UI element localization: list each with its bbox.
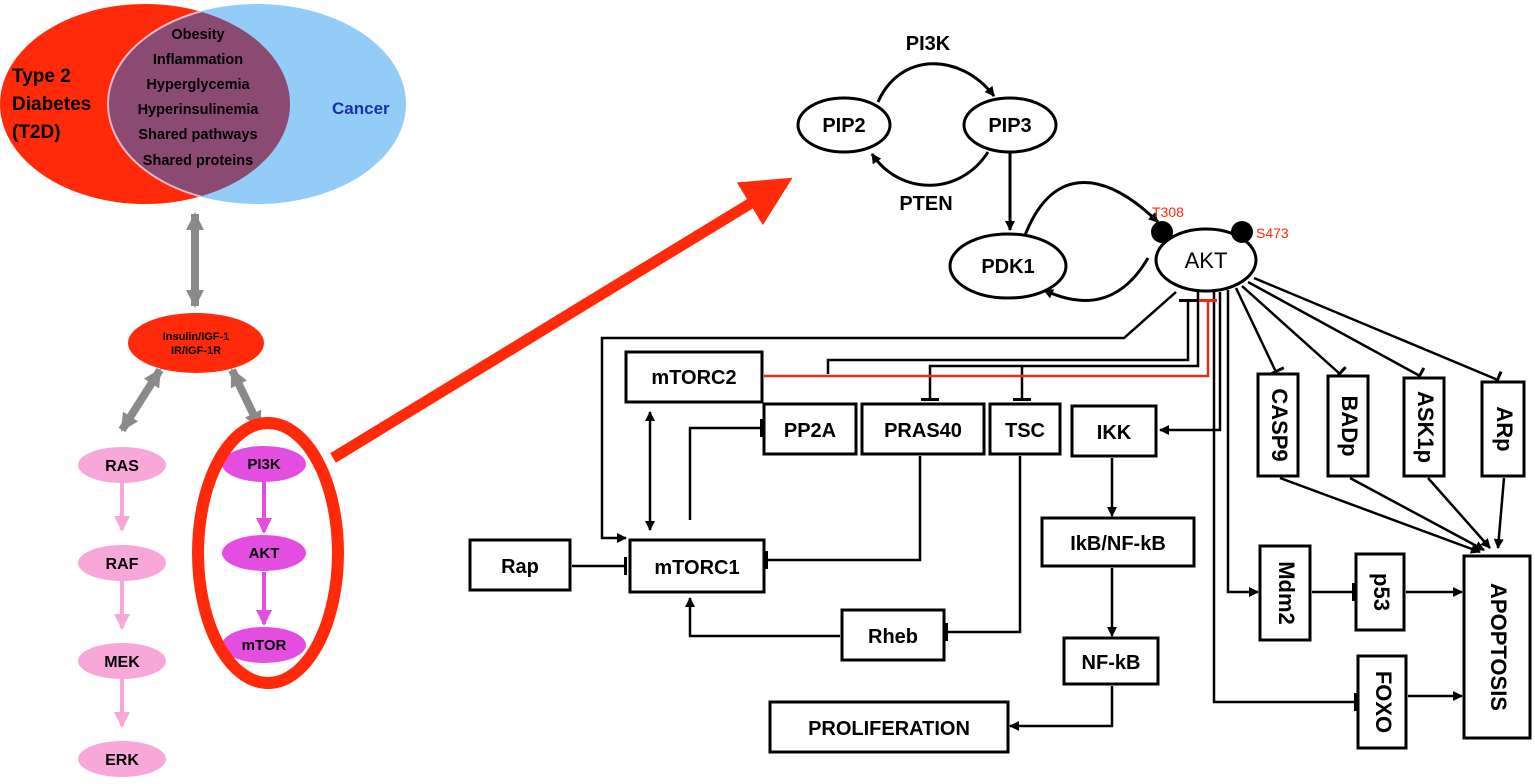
tsc-box: TSC [988, 402, 1062, 456]
svg-text:CASP9: CASP9 [1267, 388, 1292, 461]
shared-factor: Shared proteins [143, 153, 253, 169]
svg-text:mTORC2: mTORC2 [651, 367, 736, 389]
svg-text:RAS: RAS [105, 458, 139, 475]
phospho-site-s473 [1231, 221, 1253, 243]
arp-box: ARp [1480, 380, 1526, 478]
shared-factors-list: Obesity Inflammation Hyperglycemia Hyper… [138, 27, 260, 169]
svg-text:Rheb: Rheb [868, 626, 918, 648]
mtorc2-box: mTORC2 [624, 350, 764, 404]
svg-text:PIP3: PIP3 [988, 115, 1031, 137]
pten-label: PTEN [899, 193, 952, 215]
mek-node: MEK [78, 643, 166, 679]
nfkb-box: NF-kB [1062, 636, 1160, 686]
highlight-ellipse [192, 417, 344, 689]
receptor-node: Insulin/IGF-1 IR/IGF-1R [128, 313, 264, 373]
svg-text:ASK1p: ASK1p [1413, 391, 1438, 463]
phospho-site-t308 [1151, 221, 1173, 243]
receptor-line2: IR/IGF-1R [171, 345, 221, 357]
mtor-node: mTOR [222, 627, 306, 663]
svg-text:BADp: BADp [1337, 395, 1362, 456]
rheb-box: Rheb [840, 608, 946, 662]
network-edges [572, 411, 1506, 731]
akt-small-node: AKT [222, 535, 306, 571]
pi3k-node: PI3K [222, 446, 306, 482]
svg-text:IKK: IKK [1097, 422, 1132, 444]
svg-text:FOXO: FOXO [1371, 671, 1396, 733]
zoom-arrow [330, 177, 793, 463]
akt-edges [600, 276, 1503, 711]
p53-box: p53 [1354, 552, 1406, 632]
svg-text:NF-kB: NF-kB [1082, 652, 1141, 674]
venn-diagram: Type 2 Diabetes (T2D) Cancer Obesity Inf… [0, 4, 406, 204]
svg-text:p53: p53 [1369, 573, 1394, 611]
ikk-box: IKK [1070, 404, 1158, 458]
pp2a-box: PP2A [762, 402, 858, 456]
pi3k-label: PI3K [906, 33, 951, 55]
shared-factor: Shared pathways [138, 127, 257, 143]
pi3k-pathway: PI3K AKT mTOR [222, 446, 306, 663]
venn-overlap [107, 4, 290, 204]
svg-text:ARp: ARp [1492, 406, 1517, 451]
shared-factor: Hyperinsulinemia [138, 102, 260, 118]
pdk1-node: PDK1 [948, 232, 1068, 300]
ras-pathway: RAS RAF MEK ERK [78, 447, 166, 777]
mtorc1-box: mTORC1 [628, 538, 766, 594]
pip3-node: PIP3 [962, 96, 1058, 154]
pras40-box: PRAS40 [860, 402, 986, 456]
ras-node: RAS [78, 447, 166, 483]
t308-label: T308 [1152, 204, 1184, 220]
apoptosis-box: APOPTOSIS [1462, 554, 1532, 740]
mdm2-box: Mdm2 [1258, 544, 1312, 642]
receptor-line1: Insulin/IGF-1 [163, 331, 230, 343]
svg-text:TSC: TSC [1005, 420, 1045, 442]
svg-text:PRAS40: PRAS40 [884, 420, 962, 442]
svg-text:MEK: MEK [104, 654, 140, 671]
akt-node: AKT T308 S473 [1151, 204, 1289, 293]
pip-cycle [870, 62, 1160, 302]
shared-factor: Hyperglycemia [146, 77, 250, 93]
proliferation-box: PROLIFERATION [768, 700, 1010, 754]
svg-text:IkB/NF-kB: IkB/NF-kB [1070, 533, 1166, 555]
svg-text:PDK1: PDK1 [981, 256, 1034, 278]
svg-text:PP2A: PP2A [784, 420, 836, 442]
casp9-box: CASP9 [1256, 372, 1300, 478]
pip2-node: PIP2 [796, 96, 892, 154]
svg-text:mTORC1: mTORC1 [654, 557, 739, 579]
t2d-label-line3: (T2D) [12, 122, 61, 143]
rap-box: Rap [468, 538, 572, 592]
svg-text:AKT: AKT [249, 545, 280, 562]
svg-text:PROLIFERATION: PROLIFERATION [808, 718, 970, 740]
svg-text:APOPTOSIS: APOPTOSIS [1486, 583, 1511, 711]
svg-text:PI3K: PI3K [247, 456, 281, 473]
svg-text:PIP2: PIP2 [822, 115, 865, 137]
foxo-box: FOXO [1356, 654, 1408, 750]
t2d-label-line1: Type 2 [12, 66, 71, 87]
receptor-pi3k-arrow [228, 368, 264, 430]
svg-text:AKT: AKT [1185, 248, 1228, 273]
receptor-ras-arrow [118, 367, 164, 433]
svg-text:RAF: RAF [106, 556, 139, 573]
shared-factor: Inflammation [153, 52, 243, 68]
t2d-label-line2: Diabetes [12, 94, 91, 115]
ask1p-box: ASK1p [1402, 376, 1446, 478]
svg-text:ERK: ERK [105, 752, 139, 769]
badp-box: BADp [1326, 374, 1370, 478]
raf-node: RAF [78, 545, 166, 581]
s473-label: S473 [1256, 225, 1289, 241]
erk-node: ERK [78, 741, 166, 777]
ikb-nfkb-box: IkB/NF-kB [1040, 516, 1196, 568]
svg-text:Mdm2: Mdm2 [1274, 561, 1299, 625]
cancer-label: Cancer [332, 99, 390, 118]
network-boxes: mTORC2 PP2A PRAS40 TSC IKK Rap mTORC1 Ik… [468, 350, 1532, 754]
svg-text:Rap: Rap [501, 556, 539, 578]
svg-text:mTOR: mTOR [242, 637, 287, 654]
mtorc2-akt-line [764, 299, 1217, 378]
shared-factor: Obesity [171, 27, 224, 43]
